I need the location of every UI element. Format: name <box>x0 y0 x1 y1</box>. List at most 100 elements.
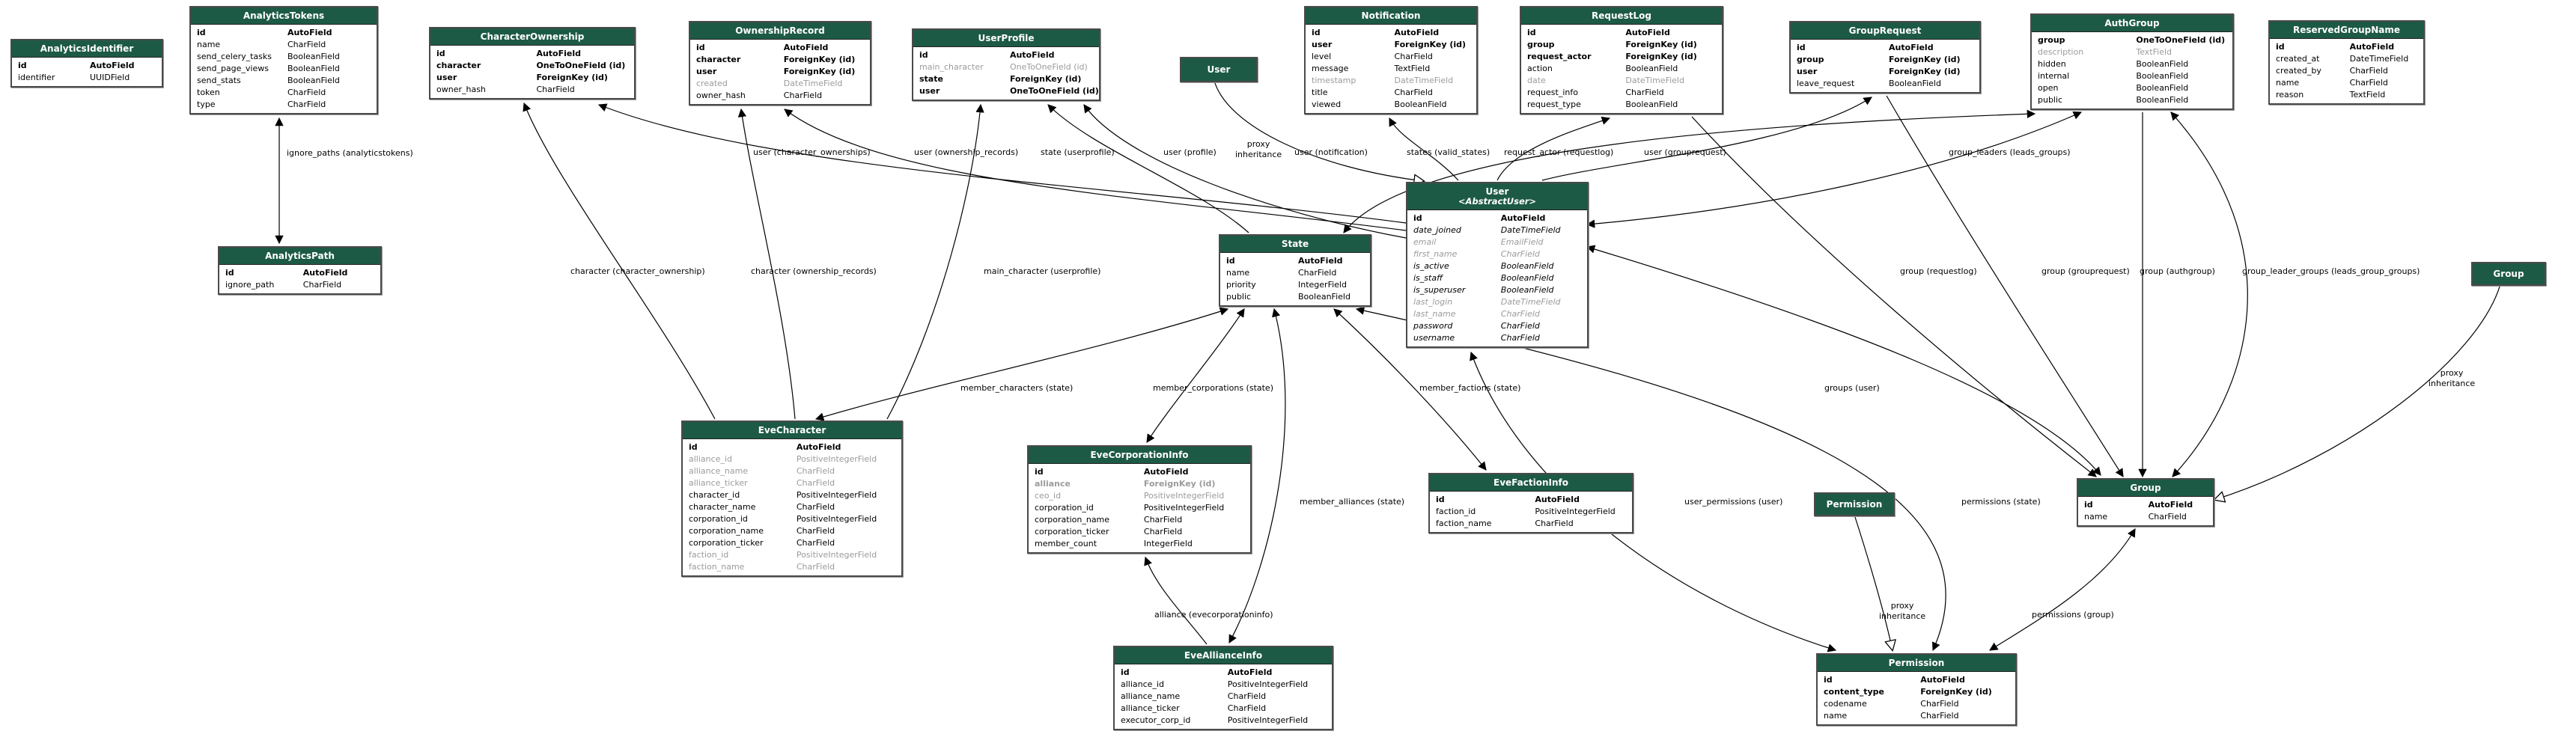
field-type: IntegerField <box>1298 280 1347 290</box>
proxy-model-user-proxy: User <box>1180 57 1258 82</box>
field-name: user <box>919 86 940 96</box>
field-type: CharField <box>1227 703 1267 713</box>
field-name: name <box>2276 78 2300 88</box>
field-type: CharField <box>1394 52 1433 61</box>
field-type: AutoField <box>2148 500 2193 510</box>
field-type: CharField <box>796 466 835 476</box>
field-type: OneToOneField (id) <box>2136 35 2226 45</box>
field-type: TextField <box>1394 64 1431 73</box>
field-type: AutoField <box>1227 667 1273 677</box>
field-name: alliance_ticker <box>1121 703 1180 713</box>
field-name: alliance_name <box>1121 691 1181 701</box>
field-type: PositiveIntegerField <box>1227 679 1309 689</box>
edge-label: groups (user) <box>1824 383 1880 393</box>
field-type: CharField <box>796 562 835 572</box>
field-type: BooleanField <box>2136 95 2189 105</box>
field-name: alliance_id <box>689 454 732 464</box>
field-type: OneToOneField (id) <box>1009 86 1099 96</box>
field-name: is_superuser <box>1413 285 1466 295</box>
field-type: ForeignKey (id) <box>536 73 608 82</box>
field-type: PositiveIntegerField <box>1535 507 1616 516</box>
field-name: character_name <box>689 502 756 512</box>
field-type: ForeignKey (id) <box>1625 52 1697 61</box>
table-title: UserProfile <box>913 30 1099 47</box>
field-type: AutoField <box>287 28 332 37</box>
field-type: OneToOneField (id) <box>1009 62 1088 72</box>
field-name: description <box>2038 47 2084 57</box>
edge-label: character (ownership_records) <box>751 266 877 276</box>
field-name: identifier <box>18 73 55 82</box>
field-type: BooleanField <box>1889 79 1941 88</box>
field-name: type <box>197 100 216 109</box>
field-name: faction_id <box>689 550 729 560</box>
field-type: CharField <box>796 478 835 488</box>
relationship-edge-fk <box>1691 116 2097 477</box>
field-name: last_login <box>1413 297 1453 307</box>
field-type: AutoField <box>1920 675 1965 685</box>
field-name: is_staff <box>1413 273 1443 283</box>
field-type: CharField <box>2148 512 2187 522</box>
field-name: request_actor <box>1527 52 1592 61</box>
field-row: id AutoField <box>2078 499 2213 511</box>
field-name: main_character <box>919 62 984 72</box>
field-name: date <box>1527 76 1546 85</box>
field-type: BooleanField <box>1500 273 1554 283</box>
edge-label: state (userprofile) <box>1041 147 1115 157</box>
field-type: BooleanField <box>1500 285 1554 295</box>
field-name: character_id <box>689 490 740 500</box>
field-type: DateTimeField <box>1625 76 1684 85</box>
field-name: corporation_name <box>1035 515 1110 525</box>
field-type: AutoField <box>796 442 841 452</box>
field-name: id <box>2084 500 2093 510</box>
field-name: corporation_name <box>689 526 764 536</box>
field-name: name <box>197 40 221 49</box>
field-name: corporation_ticker <box>1035 527 1109 536</box>
proxy-model-group-proxy: Group <box>2471 262 2546 286</box>
field-type: CharField <box>302 280 342 290</box>
field-type: BooleanField <box>1394 100 1447 109</box>
table-title: EveFactionInfo <box>1430 474 1632 492</box>
table-title: Group <box>2078 480 2213 497</box>
field-name: public <box>2038 95 2063 105</box>
field-name: created_by <box>2276 66 2321 76</box>
field-name: send_celery_tasks <box>197 52 272 61</box>
field-type: ForeignKey (id) <box>1889 55 1961 64</box>
field-name: content_type <box>1824 687 1884 697</box>
